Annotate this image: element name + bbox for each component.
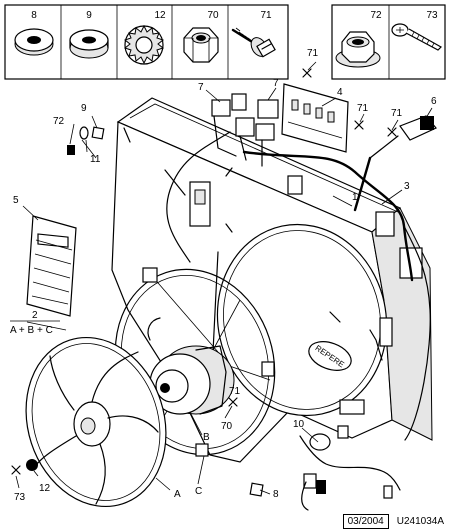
toothed-washer-icon <box>123 24 165 65</box>
connector-6 <box>353 115 437 212</box>
callout-3: 3 <box>404 181 410 192</box>
parts-strip: 8 9 12 70 71 72 73 <box>4 4 446 80</box>
callout-labels: 1 2 A + B + C 3 4 5 6 7 7 8 9 10 11 12 7… <box>10 48 437 503</box>
leader-lines <box>10 61 433 495</box>
callout-1: 1 <box>352 192 358 203</box>
callout-11: 11 <box>90 154 101 165</box>
air-grille <box>26 215 77 317</box>
callout-7b: 7 <box>273 78 279 89</box>
callout-12: 12 <box>39 483 51 494</box>
screw-with-washer-icon <box>231 27 276 58</box>
callout-70: 70 <box>221 421 233 432</box>
callout-2-formula: A + B + C <box>10 325 53 336</box>
fan-frame <box>114 267 276 457</box>
callout-7a: 7 <box>198 82 204 93</box>
callout-C: C <box>195 486 202 497</box>
callout-8: 8 <box>273 489 279 500</box>
fastener-12-lower <box>26 459 38 471</box>
callout-10: 10 <box>293 419 305 430</box>
rubber-bush-icon <box>69 29 109 59</box>
strip-ref-9: 9 <box>86 10 92 21</box>
fastener-8-lower <box>249 482 264 497</box>
drawing-stamp: 03/2004 U241034A <box>342 514 446 529</box>
strip-ref-70: 70 <box>207 10 219 21</box>
strip-ref-71: 71 <box>260 10 272 21</box>
callout-2: 2 <box>32 310 38 321</box>
fan-blade <box>25 336 167 508</box>
callout-71c: 71 <box>391 108 403 119</box>
stamp-date: 03/2004 <box>342 514 389 529</box>
strip-ref-8: 8 <box>31 10 37 21</box>
fastener-11-72 <box>67 126 97 159</box>
callout-71b: 71 <box>357 103 369 114</box>
rubber-grommet-icon <box>14 28 54 56</box>
flanged-nut-icon <box>335 31 381 68</box>
relay-block <box>211 93 279 167</box>
strip-ref-72: 72 <box>370 10 382 21</box>
cross-head-screw-icon <box>391 23 442 51</box>
fan-motor <box>147 317 235 415</box>
repere-tag: REPERE <box>308 341 352 371</box>
callout-73: 73 <box>14 492 26 503</box>
callout-5: 5 <box>13 195 19 206</box>
stamp-code: U241034A <box>396 516 444 527</box>
strip-ref-73: 73 <box>426 10 438 21</box>
strip-ref-12: 12 <box>154 10 166 21</box>
callout-72: 72 <box>53 116 65 127</box>
callout-A: A <box>174 489 181 500</box>
callout-4: 4 <box>337 87 343 98</box>
callout-6: 6 <box>431 96 437 107</box>
lower-connector <box>299 425 401 511</box>
callout-71a: 71 <box>307 48 319 59</box>
screw-markers <box>11 68 397 475</box>
callout-71d: 71 <box>229 386 241 397</box>
fastener-9 <box>91 126 105 140</box>
wiring-harness <box>166 131 431 441</box>
hex-nut-icon <box>183 27 219 63</box>
callout-9: 9 <box>81 103 87 114</box>
callout-B: B <box>203 432 210 443</box>
